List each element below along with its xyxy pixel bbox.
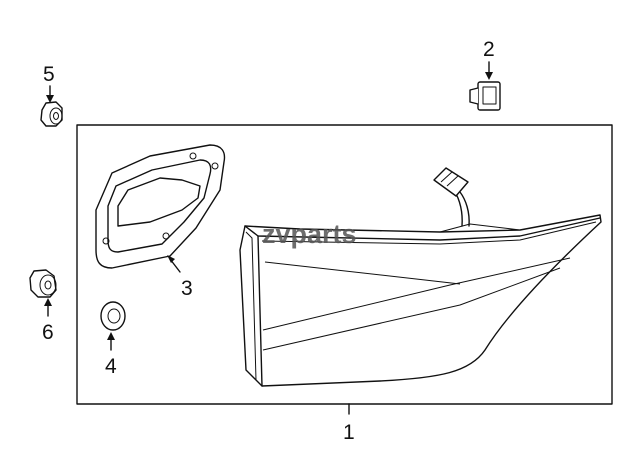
- callout-6: 6: [42, 321, 54, 344]
- arrow-3: [167, 255, 175, 263]
- nut-upper[interactable]: [40, 101, 63, 127]
- callout-1: 1: [343, 421, 355, 444]
- callout-5: 5: [43, 63, 55, 86]
- retainer-clip[interactable]: [469, 81, 501, 111]
- arrow-4: [107, 332, 115, 340]
- callout-2: 2: [483, 38, 495, 61]
- nut-lower[interactable]: [29, 269, 57, 298]
- callout-3: 3: [181, 277, 193, 300]
- grommet[interactable]: [100, 301, 126, 331]
- assembly-frame: [76, 124, 613, 405]
- tail-lamp-assembly[interactable]: [239, 167, 602, 387]
- arrow-2: [485, 72, 493, 80]
- arrow-5: [46, 95, 54, 103]
- arrow-6: [44, 298, 52, 306]
- watermark: zvparts: [262, 219, 357, 249]
- callout-4: 4: [105, 355, 117, 378]
- lamp-gasket[interactable]: [95, 144, 226, 269]
